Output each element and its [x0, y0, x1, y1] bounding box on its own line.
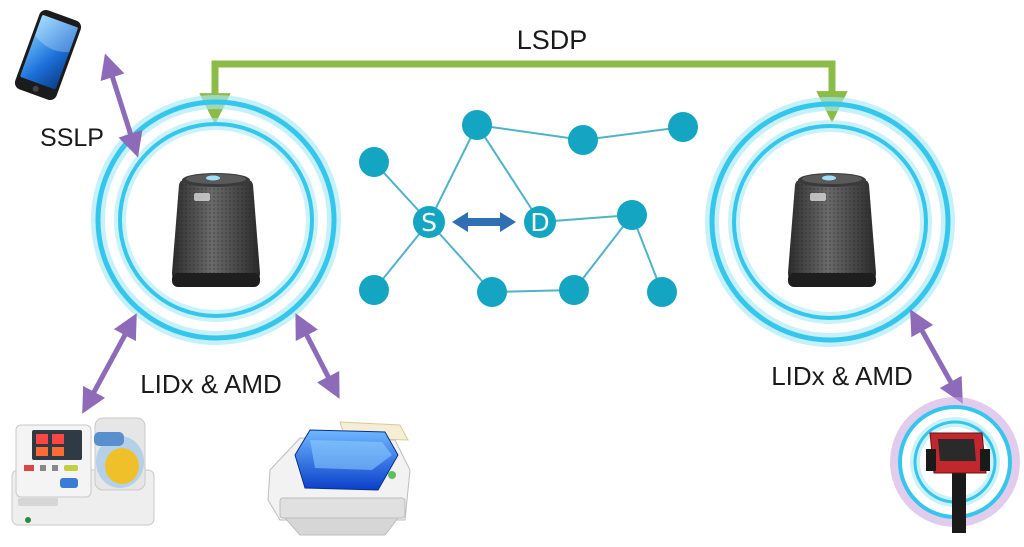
network-nodes [359, 110, 698, 307]
lsdp-link [199, 60, 848, 125]
source-destination-arrow [452, 212, 516, 232]
blood-pressure-monitor-icon [11, 417, 155, 526]
network-node [647, 277, 677, 307]
right-hub-zone [705, 97, 955, 347]
network-node [477, 277, 507, 307]
destination-node [524, 206, 556, 238]
network-node [568, 125, 598, 155]
medical-link-arrow [82, 313, 137, 414]
network-node [617, 200, 647, 230]
right-hub-caption: LIDx & AMD [771, 361, 913, 391]
right-speaker-hub-icon [788, 173, 876, 287]
network-node [462, 110, 492, 140]
smartphone-icon [14, 9, 82, 101]
lsdp-label: LSDP [517, 25, 588, 55]
sslp-label: SSLP [40, 124, 104, 152]
network-node [559, 275, 589, 305]
wearable-link-arrow [910, 309, 963, 404]
network-node [359, 147, 389, 177]
source-node [413, 206, 445, 238]
source-node-label: S [421, 208, 437, 237]
printer-icon [267, 421, 411, 536]
destination-node-label: D [530, 208, 549, 237]
left-hub-zone [91, 95, 341, 345]
network-node [668, 112, 698, 142]
left-speaker-hub-icon [172, 173, 260, 287]
printer-link-arrow [295, 313, 340, 399]
left-hub-caption: LIDx & AMD [140, 369, 282, 399]
network-node [359, 275, 389, 305]
smartwatch-icon [926, 432, 990, 533]
sslp-arrow [100, 53, 143, 158]
